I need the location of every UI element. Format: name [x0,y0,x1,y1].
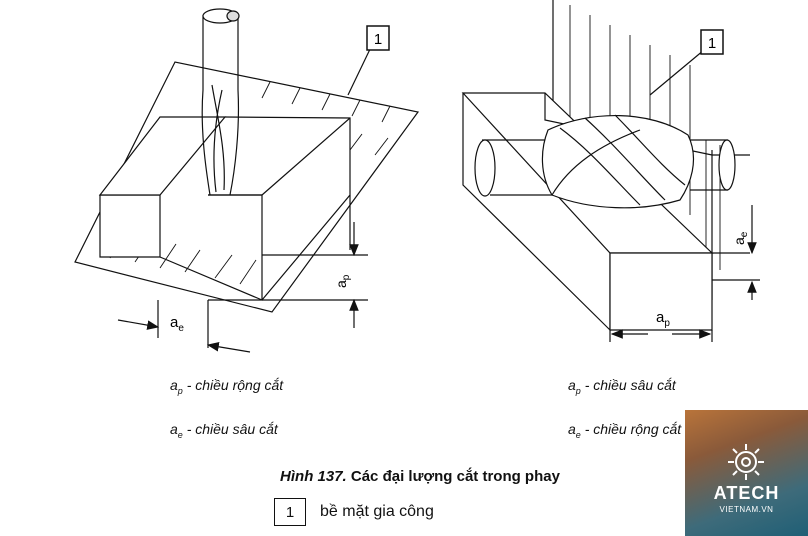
right-caption-2: ae - chiều rộng cắt [568,421,682,440]
left-block-top-left [98,116,227,196]
left-cutter-flutes [201,84,240,196]
right-cutter-body [541,114,695,209]
left-diagram [74,8,420,353]
legend: 1 bề mặt gia công [274,497,434,527]
left-caption-2: ae - chiều sâu cắt [170,421,278,440]
left-callout-label: 1 [374,31,382,48]
left-plane-hatch [109,81,391,285]
legend-text: bề mặt gia công [320,503,434,520]
left-callout-box [366,25,390,51]
gear-icon [728,444,764,480]
legend-box: 1 [274,498,306,526]
watermark-brand: ATECH [713,483,780,503]
figure-title: Hình 137. Các đại lượng cắt trong phay [280,468,560,485]
right-callout-label: 1 [708,35,716,52]
left-cutter-shank [202,15,239,90]
right-ae-label: ae [731,231,750,245]
right-caption-1: ap - chiều sâu cắt [568,377,676,396]
right-diagram [461,0,760,342]
left-block-front [99,194,161,258]
left-machined-plane [74,61,420,313]
watermark-site: VIETNAM.VN [719,505,774,514]
left-block-right [208,194,263,301]
left-ae-label: ae [170,314,184,334]
right-callout-box [700,29,724,55]
watermark-badge: ATECH VIETNAM.VN [685,410,808,536]
left-block-top-right [224,116,351,301]
left-caption-1: ap - chiều rộng cắt [170,377,284,396]
right-ap-label: ap [656,309,670,329]
right-cutter-arbor [482,139,728,196]
left-ap-label: ap [333,274,352,288]
